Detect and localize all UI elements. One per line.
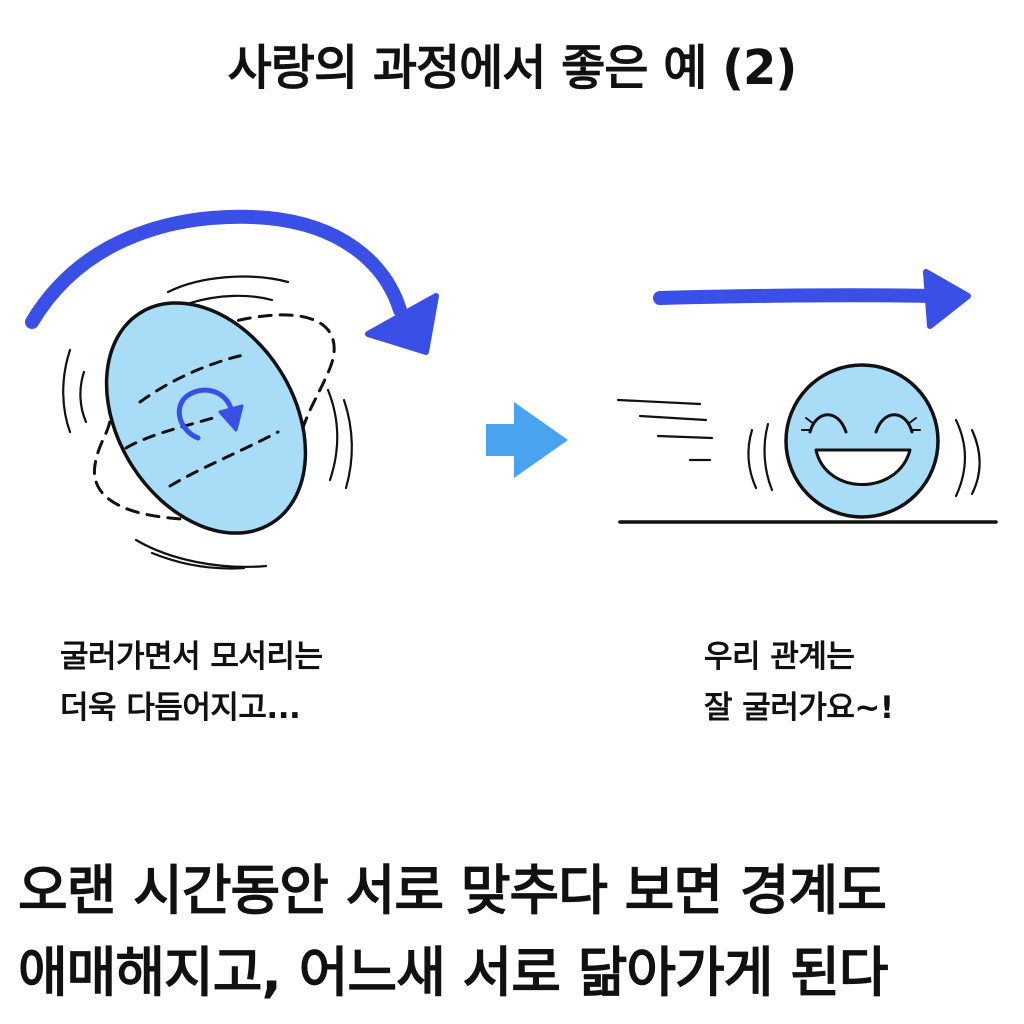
bottom-statement: 오랜 시간동안 서로 맞추다 보면 경계도 애매해지고, 어느새 서로 닮아가게… bbox=[18, 850, 1018, 1014]
rotation-arrow-icon bbox=[176, 387, 235, 441]
bottom-line2: 애매해지고, 어느새 서로 닮아가게 된다 bbox=[18, 941, 889, 1004]
bottom-line1: 오랜 시간동안 서로 맞추다 보면 경계도 bbox=[18, 859, 887, 922]
curved-arrow-head bbox=[365, 293, 439, 355]
smiling-ball-icon bbox=[784, 363, 940, 519]
straight-arrow-icon bbox=[653, 288, 937, 305]
right-arrow-icon bbox=[486, 402, 568, 478]
rolling-ball-group bbox=[616, 269, 998, 524]
left-caption-line1: 굴러가면서 모서리는 bbox=[60, 639, 323, 675]
right-caption: 우리 관계는 잘 굴러가요~! bbox=[704, 632, 894, 734]
right-caption-line2: 잘 굴러가요~! bbox=[704, 690, 894, 726]
left-caption: 굴러가면서 모서리는 더욱 다듬어지고... bbox=[60, 632, 323, 734]
page-title: 사랑의 과정에서 좋은 예 (2) bbox=[227, 40, 798, 96]
curved-arrow-icon bbox=[25, 209, 407, 329]
rolling-oval-group bbox=[25, 209, 439, 570]
right-caption-line1: 우리 관계는 bbox=[704, 639, 855, 675]
left-caption-line2: 더욱 다듬어지고... bbox=[60, 690, 301, 726]
